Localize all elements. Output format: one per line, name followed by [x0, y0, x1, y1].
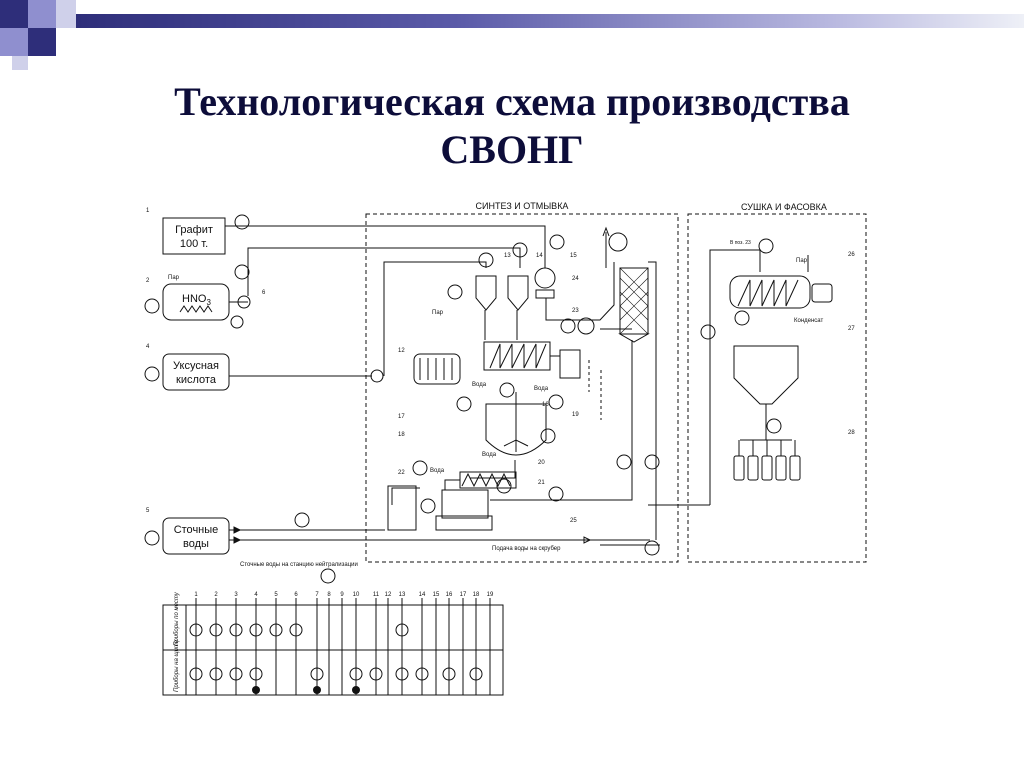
page-title: Технологическая схема производства СВОНГ — [0, 78, 1024, 174]
number-label: 6 — [262, 290, 266, 296]
number-label: 16 — [446, 592, 453, 598]
conveyor-20 — [459, 471, 517, 489]
table-row-label-local: Приборы по месту — [174, 591, 180, 646]
number-label: 18 — [398, 432, 405, 438]
section-synthesis-label: СИНТЕЗ И ОТМЫВКА — [476, 201, 569, 211]
tank-22 — [387, 485, 417, 531]
section-drying-label: СУШКА И ФАСОВКА — [741, 202, 827, 212]
pump-25 — [644, 540, 660, 556]
number-label: 11 — [373, 592, 380, 598]
steam-label-hno3: Пар — [168, 275, 180, 281]
number-label: 15 — [433, 592, 440, 598]
number-label: 22 — [398, 470, 405, 476]
instrument-table — [162, 604, 504, 696]
number-label: 28 — [848, 430, 855, 436]
equipment-numbers: 1 2 4 5 6 12 13 14 15 16 17 18 19 20 21 … — [146, 208, 855, 524]
title-line-2: СВОНГ — [440, 127, 584, 172]
number-label: 17 — [398, 414, 405, 420]
number-label: 15 — [570, 253, 577, 259]
number-label: 16 — [542, 402, 549, 408]
number-label: 6 — [294, 592, 298, 598]
table-column-lines — [195, 598, 491, 695]
acetic-label-line1: Уксусная — [173, 360, 219, 372]
acetic-acid-box — [162, 353, 230, 391]
number-label: 3 — [234, 592, 238, 598]
number-label: 26 — [848, 252, 855, 258]
to-pos-23-label: В поз. 23 — [730, 240, 751, 246]
number-label: 1 — [146, 208, 150, 214]
graphite-amount: 100 т. — [180, 238, 208, 250]
number-label: 20 — [538, 460, 545, 466]
heat-exchanger — [413, 353, 461, 385]
scrubber-24 — [619, 267, 649, 335]
number-label: 7 — [315, 592, 319, 598]
condensate-label: Конденсат — [794, 318, 824, 324]
number-label: 21 — [538, 480, 545, 486]
synthesis-section-frame — [365, 213, 679, 563]
drying-section-frame — [687, 213, 867, 563]
number-label: 2 — [214, 592, 218, 598]
sewage-label-line2: воды — [183, 538, 209, 550]
number-label: 13 — [504, 253, 511, 259]
water-label-4: Вода — [430, 468, 445, 474]
screw-reactor-16 — [483, 341, 551, 371]
steam-label-exchanger: Пар — [432, 310, 444, 316]
number-label: 8 — [327, 592, 331, 598]
sewage-box — [162, 517, 230, 555]
number-label: 2 — [146, 278, 150, 284]
filter-21 — [441, 489, 489, 519]
number-label: 19 — [572, 412, 579, 418]
number-label: 10 — [353, 592, 360, 598]
number-label: 5 — [146, 508, 150, 514]
number-label: 12 — [398, 348, 405, 354]
sewage-note: Сточные воды на станцию нейтрализации — [240, 561, 358, 568]
reactor-19 — [485, 403, 547, 456]
bags-28 — [733, 440, 801, 481]
scrubber-note: Подача воды на скрубер — [492, 546, 561, 552]
acetic-label-line2: кислота — [176, 374, 217, 386]
table-row-label-panel: Приборы на щите — [174, 639, 180, 692]
title-line-1: Технологическая схема производства — [174, 79, 850, 124]
number-label: 9 — [340, 592, 344, 598]
graphite-label: Графит — [175, 224, 213, 236]
hopper-27 — [733, 345, 799, 405]
sewage-label-line1: Сточные — [174, 524, 219, 536]
fan-23 — [577, 317, 595, 335]
fan-15 — [534, 267, 556, 289]
number-label: 17 — [460, 592, 467, 598]
number-label: 18 — [473, 592, 480, 598]
steam-label-dryer: Пар — [796, 258, 808, 264]
number-label: 12 — [385, 592, 392, 598]
water-label-1: Вода — [472, 382, 487, 388]
number-label: 27 — [848, 326, 855, 332]
number-label: 24 — [572, 276, 579, 282]
number-label: 1 — [194, 592, 198, 598]
pump-12 — [370, 369, 384, 383]
number-label: 5 — [274, 592, 278, 598]
number-label: 14 — [419, 592, 426, 598]
water-label-3: Вода — [482, 452, 497, 458]
number-label: 4 — [254, 592, 258, 598]
number-label: 13 — [399, 592, 406, 598]
number-label: 14 — [536, 253, 543, 259]
table-column-numbers: 1 2 3 4 5 6 7 8 9 10 11 12 13 14 15 16 1… — [194, 592, 494, 598]
dryer-26 — [729, 275, 811, 309]
hno3-label: HNO3 — [182, 293, 211, 307]
water-label-2: Вода — [534, 386, 549, 392]
number-label: 25 — [570, 518, 577, 524]
number-label: 19 — [487, 592, 494, 598]
number-label: 4 — [146, 344, 150, 350]
number-label: 23 — [572, 308, 579, 314]
graphite-box — [162, 217, 226, 255]
hopper-14 — [507, 275, 529, 311]
hopper-13 — [475, 275, 497, 311]
